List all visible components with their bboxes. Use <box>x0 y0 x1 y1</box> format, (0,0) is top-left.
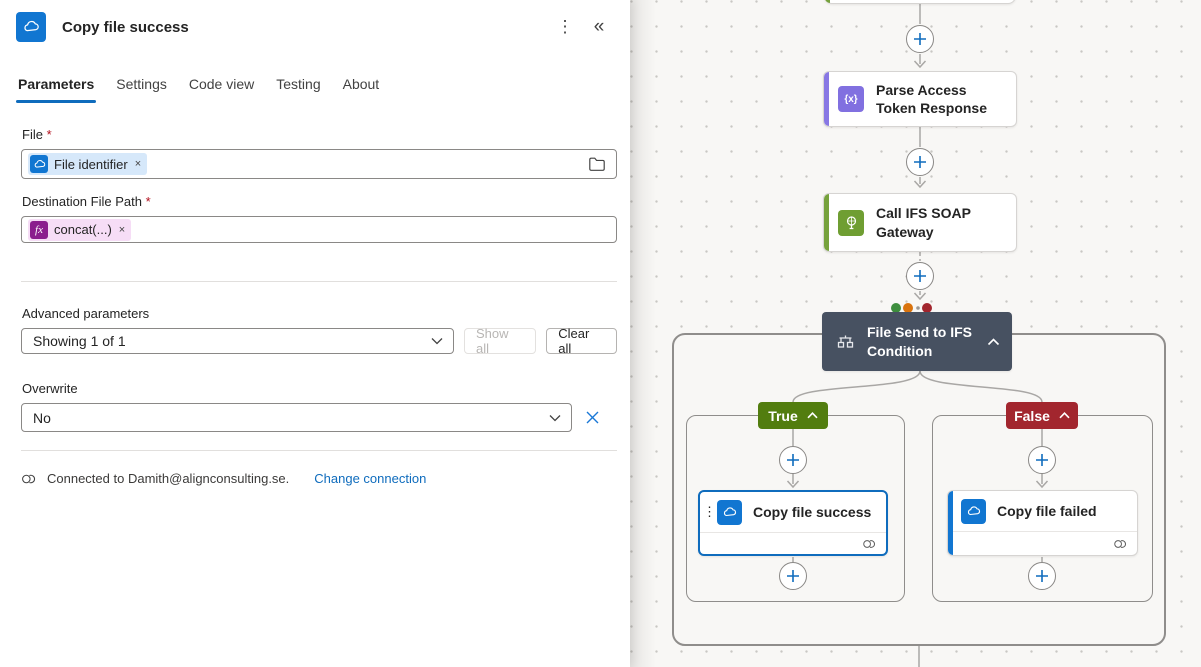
insert-step-button[interactable] <box>906 262 934 290</box>
concat-expression-token[interactable]: fx concat(...) × <box>28 218 132 241</box>
chevron-up-icon <box>1059 412 1070 419</box>
token-label: File identifier <box>54 156 128 172</box>
insert-step-button[interactable] <box>779 446 807 474</box>
change-connection-link[interactable]: Change connection <box>314 471 427 486</box>
connection-status-text: Connected to Damith@alignconsulting.se. <box>47 471 290 486</box>
insert-step-button[interactable] <box>906 25 934 53</box>
onedrive-icon <box>30 155 48 173</box>
remove-token-icon[interactable]: × <box>134 158 142 170</box>
node-call-ifs-soap-gateway[interactable]: Call IFS SOAP Gateway <box>823 193 1017 252</box>
fx-expression-icon: fx <box>30 220 48 239</box>
node-parse-access-token-response[interactable]: {x} Parse Access Token Response <box>823 71 1017 127</box>
connection-icon <box>1114 539 1126 548</box>
tab-parameters[interactable]: Parameters <box>15 76 97 103</box>
tab-about[interactable]: About <box>342 76 380 92</box>
show-all-button[interactable]: Show all <box>464 326 537 356</box>
file-identifier-token[interactable]: File identifier × <box>28 153 148 175</box>
condition-icon <box>837 334 854 350</box>
node-title: File Send to IFS Condition <box>867 324 973 359</box>
chevron-down-icon <box>549 414 561 421</box>
dropdown-value: No <box>33 409 51 426</box>
collapse-panel-icon[interactable]: « <box>593 16 605 37</box>
required-asterisk: * <box>46 127 52 142</box>
folder-picker-icon[interactable] <box>588 156 606 172</box>
connection-icon <box>21 472 37 486</box>
node-file-send-to-ifs-condition[interactable]: File Send to IFS Condition <box>822 312 1012 371</box>
custom-connector-icon <box>838 209 864 236</box>
file-input[interactable]: File identifier × <box>21 149 617 179</box>
tab-bar: Parameters Settings Code view Testing Ab… <box>0 76 630 103</box>
destination-field-label: Destination File Path * <box>22 194 151 209</box>
parse-json-icon: {x} <box>838 86 864 112</box>
section-divider <box>21 450 617 451</box>
node-kebab-menu-icon[interactable]: ⋮ <box>703 504 716 520</box>
overwrite-dropdown[interactable]: No <box>21 403 572 432</box>
advanced-parameters-label: Advanced parameters <box>22 306 150 321</box>
clear-all-button[interactable]: Clear all <box>546 326 617 356</box>
section-divider <box>21 281 617 282</box>
destination-input[interactable]: fx concat(...) × <box>21 216 617 243</box>
chevron-down-icon <box>431 338 443 345</box>
flow-connectors <box>786 4 1049 667</box>
kebab-menu-icon[interactable]: ⋮ <box>556 17 574 36</box>
onedrive-icon <box>717 499 742 525</box>
tab-testing[interactable]: Testing <box>276 76 321 92</box>
remove-token-icon[interactable]: × <box>118 223 126 236</box>
page-title: Copy file success <box>62 18 189 36</box>
token-label: concat(...) <box>54 222 112 237</box>
advanced-parameters-dropdown[interactable]: Showing 1 of 1 <box>21 328 455 354</box>
insert-step-button[interactable] <box>1028 446 1056 474</box>
required-asterisk: * <box>145 194 151 209</box>
chevron-up-icon <box>807 412 818 419</box>
dropdown-value: Showing 1 of 1 <box>33 333 126 349</box>
false-branch-badge[interactable]: False <box>1006 402 1078 429</box>
node-title: Parse Access Token Response <box>876 81 987 116</box>
onedrive-icon <box>16 12 46 42</box>
node-copy-file-success[interactable]: ⋮ Copy file success <box>698 490 888 556</box>
insert-step-button[interactable] <box>1028 562 1056 590</box>
true-branch-badge[interactable]: True <box>758 402 828 429</box>
connection-icon <box>863 539 875 548</box>
badge-label: False <box>1014 407 1050 424</box>
status-dots <box>891 303 932 313</box>
collapse-condition-icon[interactable] <box>987 337 1000 346</box>
badge-label: True <box>768 407 798 424</box>
file-field-label: File * <box>22 127 52 142</box>
onedrive-icon <box>961 498 986 524</box>
tab-settings[interactable]: Settings <box>116 76 167 92</box>
node-title: Call IFS SOAP Gateway <box>876 205 971 240</box>
tab-code-view[interactable]: Code view <box>188 76 255 92</box>
flow-canvas[interactable]: {x} Parse Access Token Response Call IFS… <box>630 0 1201 667</box>
overwrite-label: Overwrite <box>22 381 78 396</box>
node-title: Copy file success <box>753 503 872 520</box>
panel-header: Copy file success ⋮ « <box>0 0 630 42</box>
action-details-panel: Copy file success ⋮ « Parameters Setting… <box>0 0 630 486</box>
insert-step-button[interactable] <box>906 148 934 176</box>
insert-step-button[interactable] <box>779 562 807 590</box>
node-partial-top[interactable] <box>824 0 1016 4</box>
node-title: Copy file failed <box>997 502 1097 519</box>
node-copy-file-failed[interactable]: Copy file failed <box>947 490 1138 556</box>
remove-parameter-icon[interactable] <box>585 410 600 425</box>
